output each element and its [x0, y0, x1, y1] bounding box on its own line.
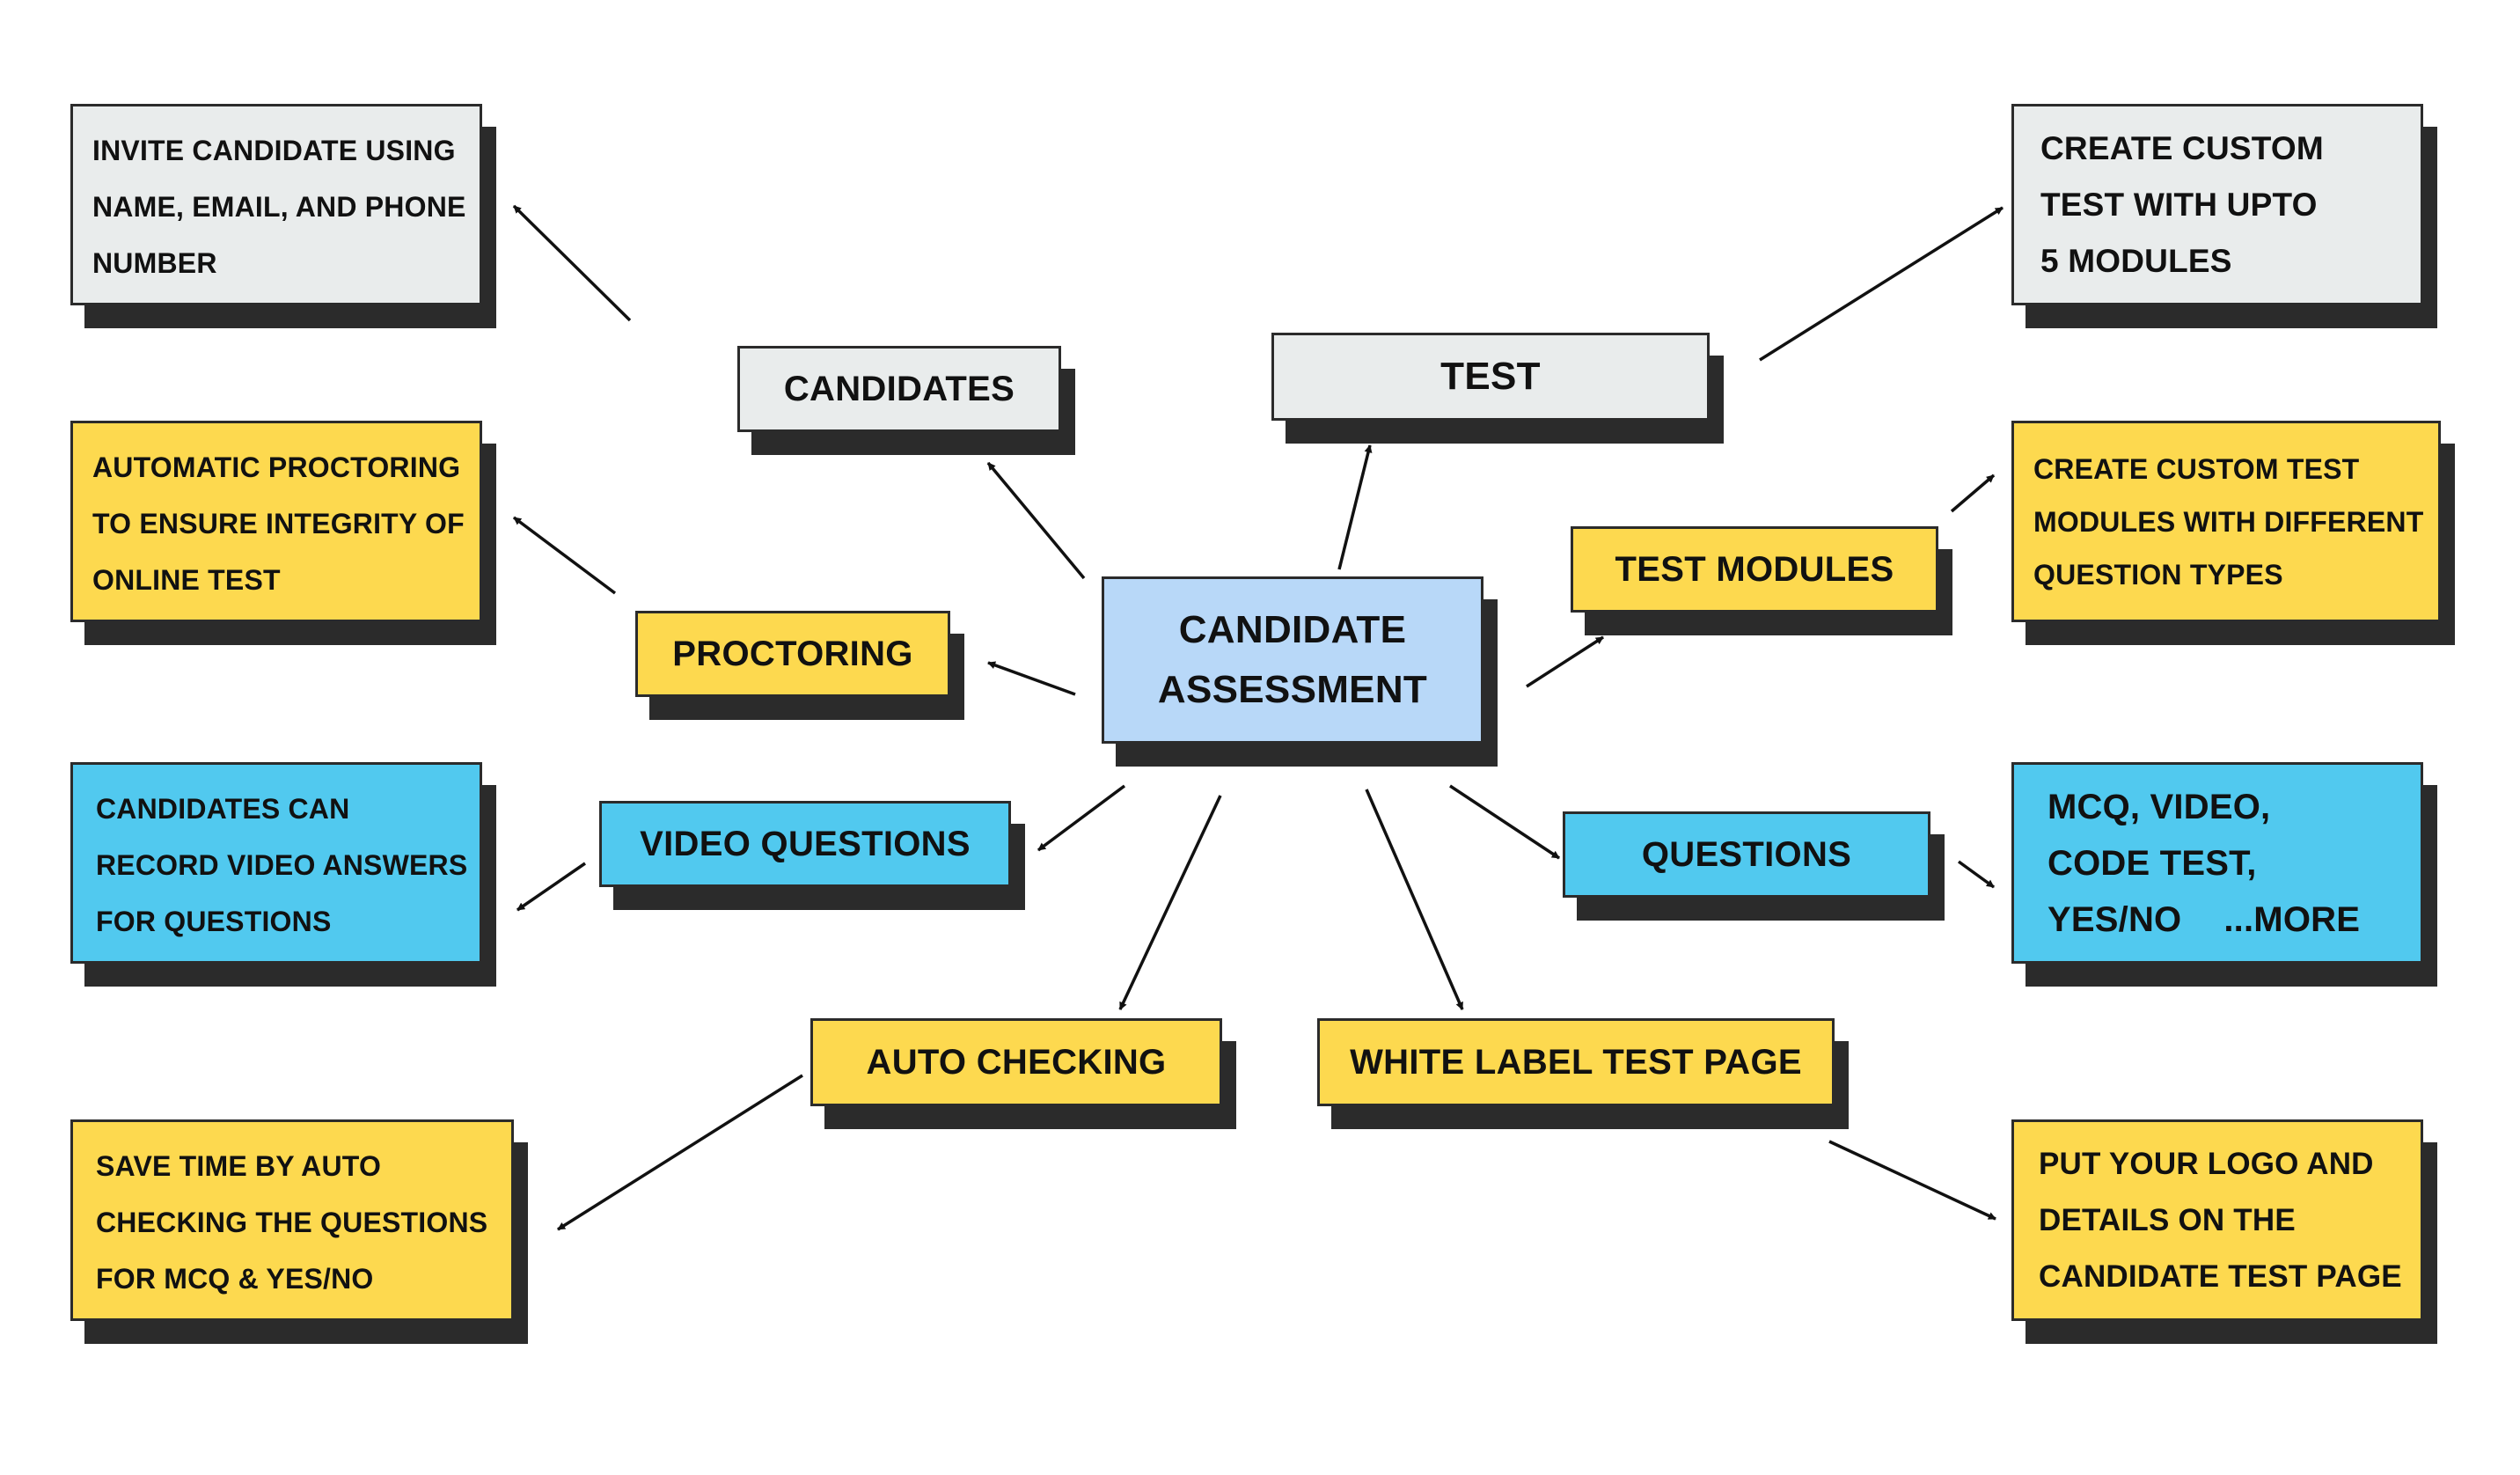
- arrow-center-to-test: [1337, 444, 1373, 570]
- arrow-white-label-to-desc: [1828, 1140, 1996, 1221]
- desc-auto-checking: SAVE TIME BY AUTO CHECKING THE QUESTIONS…: [70, 1119, 514, 1321]
- node-white-label-label: WHITE LABEL TEST PAGE: [1350, 1042, 1802, 1082]
- desc-test-modules-line-1: CREATE CUSTOM TEST: [2033, 453, 2360, 485]
- arrow-center-to-white-label: [1365, 789, 1464, 1010]
- arrow-center-to-auto-checking: [1118, 795, 1222, 1010]
- desc-test-modules: CREATE CUSTOM TEST MODULES WITH DIFFEREN…: [2011, 421, 2441, 622]
- desc-video-questions: CANDIDATES CAN RECORD VIDEO ANSWERS FOR …: [70, 762, 482, 964]
- desc-questions-yes-no: YES/NO: [2048, 900, 2182, 939]
- desc-questions-line-3: YES/NO ...MORE: [2048, 892, 2403, 948]
- arrow-proctoring-to-desc: [512, 516, 617, 595]
- arrow-questions-to-desc: [1957, 860, 1996, 889]
- center-node-line-2: ASSESSMENT: [1157, 668, 1428, 711]
- desc-questions-line-2: CODE TEST,: [2048, 844, 2257, 883]
- arrow-candidates-to-desc: [512, 204, 632, 322]
- node-video-questions-label: VIDEO QUESTIONS: [640, 824, 971, 863]
- desc-auto-checking-line-2: CHECKING THE QUESTIONS: [96, 1207, 488, 1238]
- desc-proctoring-line-2: TO ENSURE INTEGRITY OF: [92, 508, 465, 539]
- desc-test-modules-line-2: MODULES WITH DIFFERENT: [2033, 506, 2424, 538]
- desc-video-questions-line-1: CANDIDATES CAN: [96, 793, 350, 825]
- desc-questions-line-1: MCQ, VIDEO,: [2048, 788, 2271, 826]
- desc-auto-checking-line-3: FOR MCQ & YES/NO: [96, 1263, 374, 1295]
- node-test-label: TEST: [1440, 355, 1541, 398]
- desc-candidates-line-1: INVITE CANDIDATE USING: [92, 135, 456, 166]
- arrow-video-questions-to-desc: [516, 862, 586, 912]
- center-node-line-1: CANDIDATE: [1178, 608, 1407, 651]
- node-video-questions: VIDEO QUESTIONS: [599, 801, 1011, 887]
- desc-test-modules-line-3: QUESTION TYPES: [2033, 559, 2283, 591]
- desc-candidates-line-3: NUMBER: [92, 247, 217, 279]
- desc-proctoring-line-3: ONLINE TEST: [92, 564, 281, 596]
- node-proctoring: PROCTORING: [635, 611, 950, 697]
- desc-video-questions-line-3: FOR QUESTIONS: [96, 906, 332, 937]
- node-white-label-test-page: WHITE LABEL TEST PAGE: [1317, 1018, 1835, 1106]
- desc-proctoring-line-1: AUTOMATIC PROCTORING: [92, 451, 461, 483]
- arrow-test-modules-to-desc: [1950, 473, 1996, 513]
- arrow-center-to-questions: [1449, 784, 1560, 860]
- desc-white-label: PUT YOUR LOGO AND DETAILS ON THE CANDIDA…: [2011, 1119, 2423, 1321]
- desc-white-label-line-1: PUT YOUR LOGO AND: [2039, 1147, 2374, 1181]
- node-proctoring-label: PROCTORING: [672, 634, 913, 673]
- center-node-candidate-assessment: CANDIDATE ASSESSMENT: [1102, 576, 1483, 744]
- node-auto-checking-label: AUTO CHECKING: [866, 1042, 1167, 1082]
- node-questions-label: QUESTIONS: [1641, 834, 1852, 874]
- node-questions: QUESTIONS: [1563, 811, 1930, 898]
- desc-candidates-line-2: NAME, EMAIL, AND PHONE: [92, 191, 466, 223]
- arrow-center-to-candidates: [986, 461, 1086, 580]
- arrow-center-to-test-modules: [1526, 635, 1604, 688]
- node-test: TEST: [1271, 333, 1710, 421]
- desc-candidates: INVITE CANDIDATE USING NAME, EMAIL, AND …: [70, 104, 482, 305]
- desc-test-line-2: TEST WITH UPTO: [2040, 187, 2318, 223]
- node-test-modules: TEST MODULES: [1571, 526, 1938, 613]
- desc-test-line-1: CREATE CUSTOM: [2040, 130, 2324, 166]
- desc-test: CREATE CUSTOM TEST WITH UPTO 5 MODULES: [2011, 104, 2423, 305]
- desc-test-line-3: 5 MODULES: [2040, 243, 2232, 279]
- desc-questions-more: ...MORE: [2223, 900, 2361, 939]
- desc-questions: MCQ, VIDEO, CODE TEST, YES/NO ...MORE: [2011, 762, 2423, 964]
- arrow-center-to-video-questions: [1037, 784, 1126, 852]
- node-test-modules-label: TEST MODULES: [1615, 549, 1894, 589]
- desc-auto-checking-line-1: SAVE TIME BY AUTO: [96, 1150, 382, 1182]
- node-candidates: CANDIDATES: [737, 346, 1061, 432]
- desc-white-label-line-3: CANDIDATE TEST PAGE: [2039, 1259, 2402, 1294]
- arrow-center-to-proctoring: [987, 661, 1076, 696]
- desc-proctoring: AUTOMATIC PROCTORING TO ENSURE INTEGRITY…: [70, 421, 482, 622]
- node-candidates-label: CANDIDATES: [783, 369, 1015, 408]
- arrow-test-to-desc: [1759, 206, 2004, 362]
- desc-video-questions-line-2: RECORD VIDEO ANSWERS: [96, 849, 468, 881]
- node-auto-checking: AUTO CHECKING: [810, 1018, 1222, 1106]
- desc-white-label-line-2: DETAILS ON THE: [2039, 1203, 2296, 1237]
- arrow-auto-checking-to-desc: [557, 1074, 803, 1231]
